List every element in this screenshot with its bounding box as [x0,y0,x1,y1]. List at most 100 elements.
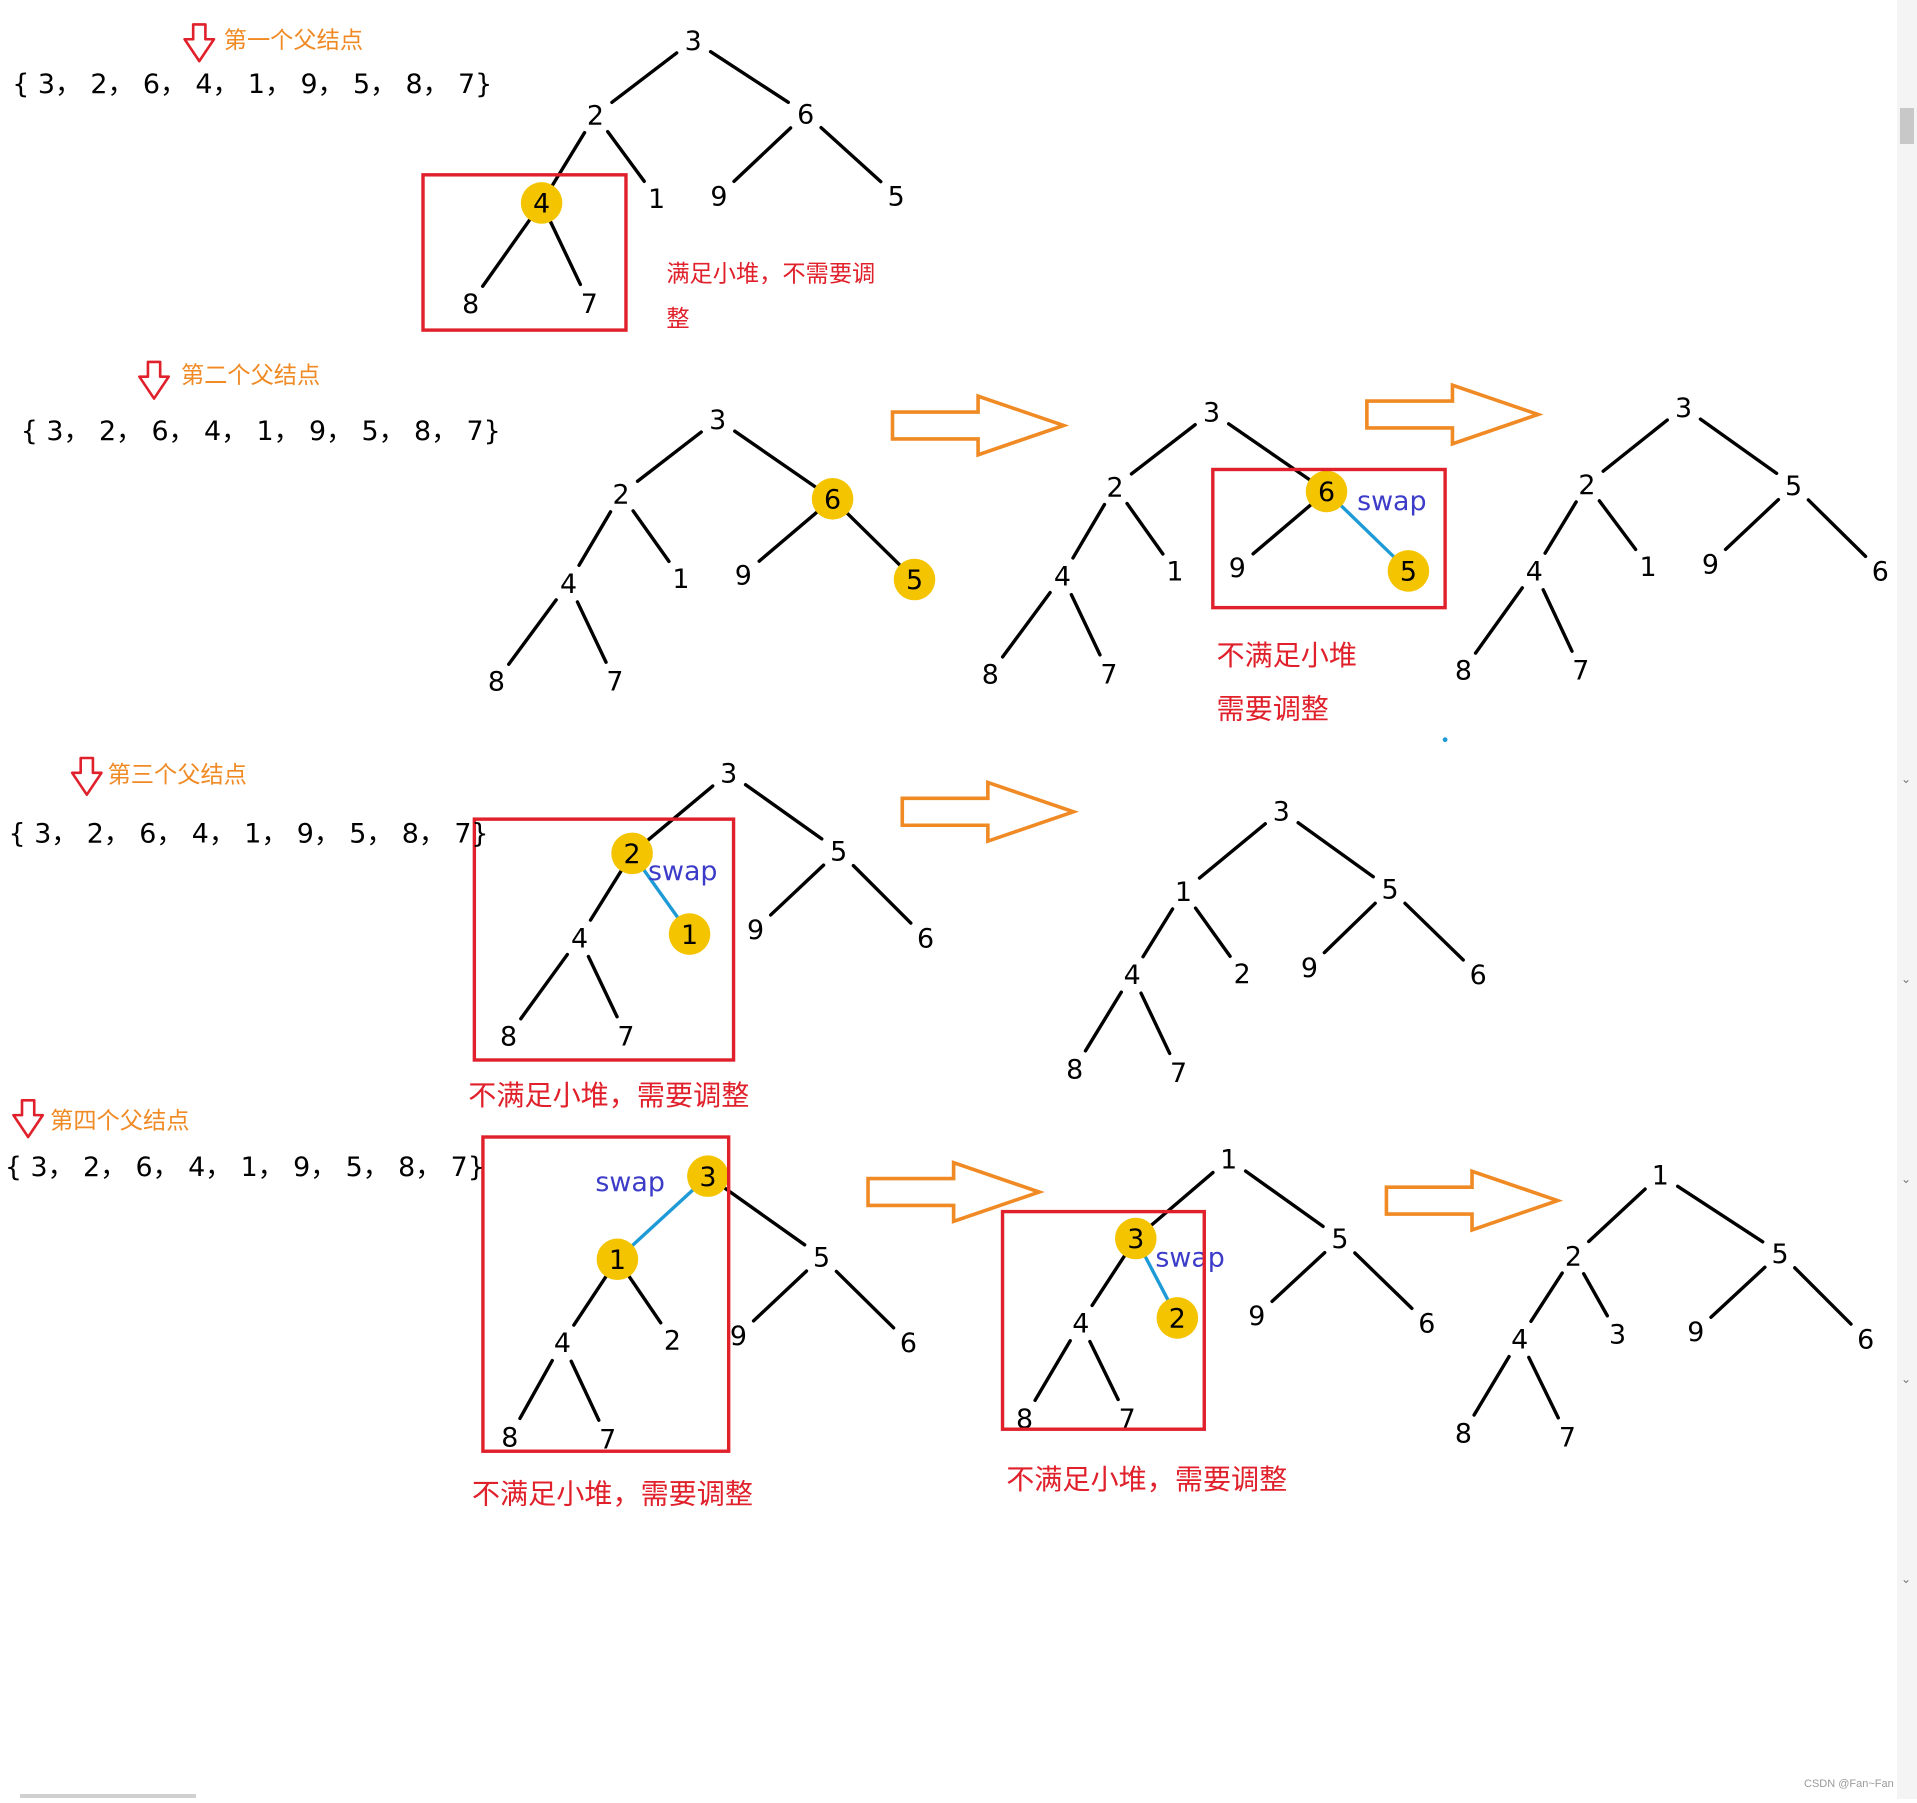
highlight-circle [1156,1297,1199,1339]
tree-node: 3 [685,26,702,57]
tree-edge [851,863,913,925]
tree-node: 4 [571,923,588,954]
tree-edge [1723,497,1781,552]
tree-node: 3 [1675,393,1692,424]
tree-node: 5 [906,565,923,596]
tree-node: 6 [1857,1324,1874,1355]
scroll-down-icon[interactable]: ⌄ [1901,1372,1912,1386]
tree-edge [1543,500,1578,555]
tree-node: 3 [720,758,737,789]
transition-arrow-icon [1384,1168,1564,1233]
caption: 整 [666,306,689,333]
tree-edge [569,1359,601,1422]
tree-edge [1141,907,1175,959]
tree-node: 5 [1382,875,1399,906]
tree-node: 1 [648,184,665,215]
tree-edge [518,1358,554,1421]
tree-node: 8 [500,1021,517,1052]
swap-label: swap [1155,1243,1225,1274]
tree-node: 7 [1100,659,1117,690]
scroll-down-icon[interactable]: ⌄ [1901,972,1912,986]
tree-node: 9 [1248,1301,1265,1332]
tree-edge [1125,501,1165,556]
highlight-circle [668,913,711,955]
tree-node: 6 [797,99,814,130]
horizontal-scrollbar[interactable] [20,1794,196,1798]
highlight-circle [596,1238,639,1281]
tree-edge [1226,422,1312,482]
tree-edge [1581,1272,1610,1318]
tree-edge [1806,498,1868,559]
parent-node-label: 第二个父结点 [181,362,320,389]
tree-node: 8 [1455,1419,1472,1450]
tree-node: 6 [900,1328,917,1359]
tree-node: 4 [533,189,550,220]
highlight-circle [1115,1217,1157,1260]
tree-edge [1193,906,1232,958]
tree-edge [1083,990,1123,1053]
tree-node: 1 [1220,1145,1237,1176]
tree-edge [732,126,793,184]
down-arrow-icon [70,756,103,796]
highlight-circle [893,558,936,601]
scroll-down-icon[interactable]: ⌄ [1901,772,1912,786]
tree-edge [1597,499,1638,552]
tree-edge [757,510,819,563]
tree-edge [1472,1354,1511,1417]
tree-edge [733,429,818,489]
tree-node: 5 [888,181,905,212]
tree-edge [1251,503,1313,556]
caption: 不满足小堆，需要调整 [472,1478,753,1511]
transition-arrow-icon [890,393,1070,458]
tree-node: 1 [672,564,689,595]
tree-edge [1088,1339,1120,1402]
stray-dot [1442,737,1448,743]
tree-node: 2 [1106,472,1123,503]
tree-edge [1071,502,1107,560]
tree-edge [751,1269,809,1323]
tree-node: 9 [710,181,727,212]
tree-edge [1000,590,1052,659]
highlight-circle [520,182,563,224]
tree-edge [507,598,558,666]
swap-edge [628,1186,697,1250]
tree-node: 2 [1565,1241,1582,1272]
tree-node: 8 [462,289,479,320]
vertical-scrollbar[interactable]: ⌄ ⌄ ⌄ ⌄ ⌄ [1897,0,1917,1799]
array-text: { 3， 2， 6， 4， 1， 9， 5， 8， 7} [21,416,501,447]
tree-edge [548,220,583,287]
swap-label: swap [1357,486,1427,517]
caption: 需要调整 [1216,693,1328,726]
tree-node: 4 [1054,562,1071,593]
tree-node: 7 [599,1425,616,1456]
highlight-circle [1305,470,1348,513]
tree-edge [606,129,646,184]
tree-node: 7 [1572,656,1589,687]
tree-node: 8 [1016,1404,1033,1435]
scroll-down-icon[interactable]: ⌄ [1901,1172,1912,1186]
tree-node: 3 [709,405,726,436]
tree-node: 5 [1400,557,1417,588]
tree-edge [723,1186,807,1247]
scroll-down-icon[interactable]: ⌄ [1901,1572,1912,1586]
scrollbar-thumb[interactable] [1900,108,1914,144]
tree-edge [1296,821,1375,879]
tree-edge [1675,1184,1765,1244]
tree-node: 1 [1652,1161,1669,1192]
tree-node: 5 [1331,1224,1348,1255]
tree-node: 7 [606,667,623,698]
tree-node: 8 [982,659,999,690]
tree-edge [572,1274,608,1327]
parent-node-label: 第一个父结点 [224,27,363,54]
caption: 不满足小堆，需要调整 [1006,1463,1287,1496]
highlight-circle [811,478,854,520]
array-text: { 3， 2， 6， 4， 1， 9， 5， 8， 7} [9,818,489,849]
tree-node: 7 [1170,1058,1187,1089]
tree-edge [1033,1339,1072,1403]
tree-edge [834,1269,896,1330]
subtree-box [1000,1209,1206,1431]
tree-edge [610,51,679,105]
tree-node: 6 [1318,477,1335,508]
tree-edge [1587,1187,1647,1244]
tree-node: 9 [747,915,764,946]
